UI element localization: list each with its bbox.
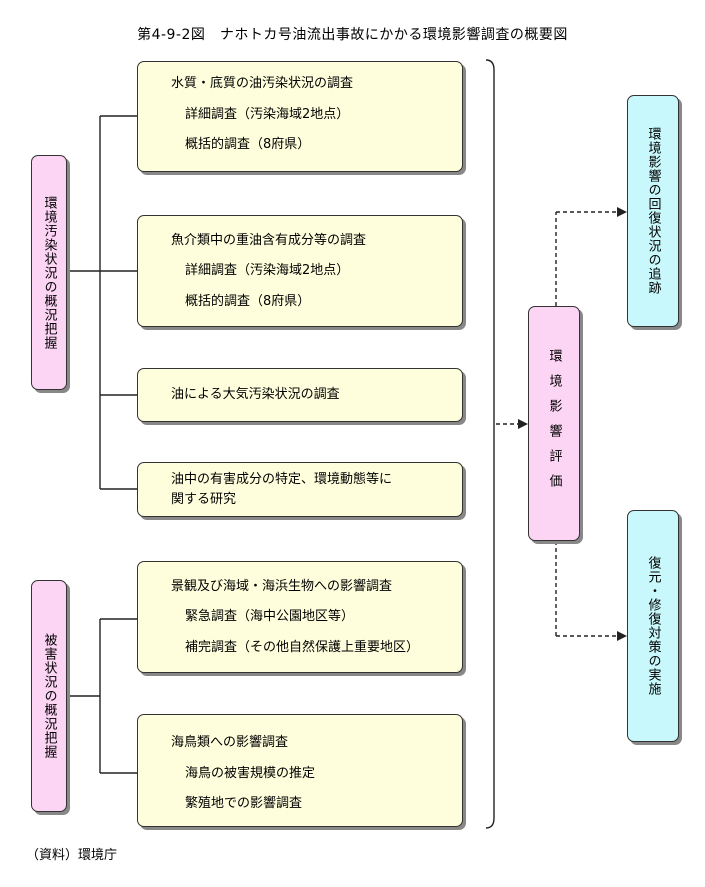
environmental-impact-assessment-box: 環境影響評価 xyxy=(528,306,580,541)
landscape-marine-survey-box: 景観及び海域・海浜生物への影響調査 緊急調査（海中公園地区等） 補完調査（その他… xyxy=(137,561,463,673)
harmful-component-research-box: 油中の有害成分の特定、環境動態等に 関する研究 xyxy=(137,462,463,517)
landscape-survey-title: 景観及び海域・海浜生物への影響調査 xyxy=(171,579,393,594)
fish-survey-summary: 概括的調査（8府県） xyxy=(185,294,311,309)
harmful-research-line1: 油中の有害成分の特定、環境動態等に xyxy=(171,472,393,487)
air-pollution-survey-box: 油による大気汚染状況の調査 xyxy=(137,368,463,422)
landscape-supplement-survey: 補完調査（その他自然保護上重要地区） xyxy=(185,640,420,655)
air-survey-title: 油による大気汚染状況の調査 xyxy=(171,387,340,402)
recovery-tracking-label: 環境影響の回復状況の追跡 xyxy=(645,127,661,295)
seabird-breeding-survey: 繁殖地での影響調査 xyxy=(185,796,303,811)
damage-overview-box: 被害状況の概況把握 xyxy=(31,580,67,812)
water-survey-summary: 概括的調査（8府県） xyxy=(185,137,311,152)
seabird-scale-estimate: 海鳥の被害規模の推定 xyxy=(185,766,316,781)
restoration-implementation-box: 復元・修復対策の実施 xyxy=(627,510,679,742)
water-sediment-survey-box: 水質・底質の油汚染状況の調査 詳細調査（汚染海域2地点） 概括的調査（8府県） xyxy=(137,61,463,172)
source-note: （資料）環境庁 xyxy=(26,848,118,863)
impact-assessment-label: 環境影響評価 xyxy=(546,348,562,499)
figure-title: 第4-9-2図 ナホトカ号油流出事故にかかる環境影響調査の概要図 xyxy=(137,27,568,43)
seabird-survey-box: 海鳥類への影響調査 海鳥の被害規模の推定 繁殖地での影響調査 xyxy=(137,714,463,827)
recovery-tracking-box: 環境影響の回復状況の追跡 xyxy=(627,95,679,327)
landscape-urgent-survey: 緊急調査（海中公園地区等） xyxy=(185,609,355,624)
water-survey-title: 水質・底質の油汚染状況の調査 xyxy=(171,76,354,91)
fish-survey-detail: 詳細調査（汚染海域2地点） xyxy=(185,263,350,278)
water-survey-detail: 詳細調査（汚染海域2地点） xyxy=(185,107,350,122)
pollution-overview-label: 環境汚染状況の概況把握 xyxy=(41,195,57,350)
fish-survey-box: 魚介類中の重油含有成分等の調査 詳細調査（汚染海域2地点） 概括的調査（8府県） xyxy=(137,215,463,327)
restoration-label: 復元・修復対策の実施 xyxy=(645,556,661,696)
seabird-survey-title: 海鳥類への影響調査 xyxy=(171,735,289,750)
fish-survey-title: 魚介類中の重油含有成分等の調査 xyxy=(171,233,367,248)
damage-overview-label: 被害状況の概況把握 xyxy=(41,633,57,759)
harmful-research-line2: 関する研究 xyxy=(171,492,237,507)
pollution-overview-box: 環境汚染状況の概況把握 xyxy=(31,155,67,390)
